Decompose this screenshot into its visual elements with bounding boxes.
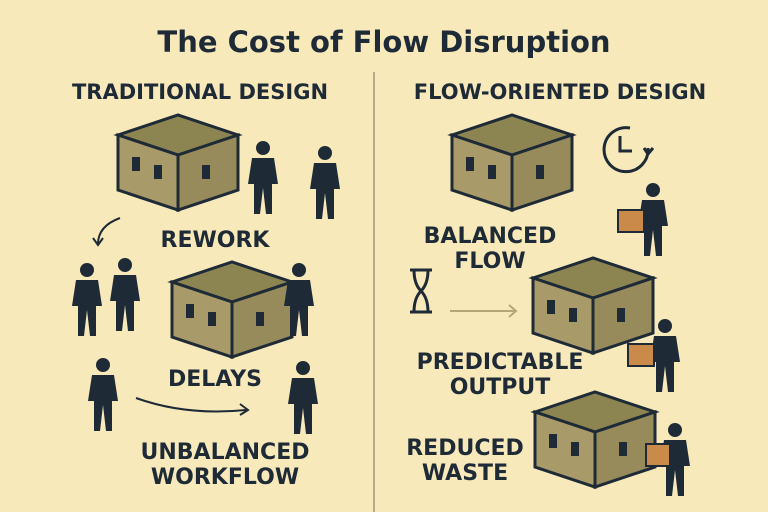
arrow-icon <box>450 304 518 318</box>
label-balanced-flow: BALANCED FLOW <box>423 224 557 275</box>
building-icon <box>533 390 657 489</box>
clock-icon <box>602 126 655 174</box>
label-rework: REWORK <box>160 228 270 253</box>
worker-icon <box>288 361 318 434</box>
box-icon <box>617 209 671 467</box>
worker-icon <box>88 358 118 431</box>
label-reduced-waste: REDUCED WASTE <box>406 436 524 487</box>
label-delays: DELAYS <box>167 367 262 392</box>
building-icon <box>170 260 294 359</box>
hourglass-icon <box>410 268 432 314</box>
divider <box>373 72 375 512</box>
worker-icon <box>110 258 140 331</box>
building-icon <box>450 113 574 212</box>
worker-icon <box>248 141 278 214</box>
building-icon <box>116 113 240 212</box>
worker-icon <box>310 146 340 219</box>
left-heading: TRADITIONAL DESIGN <box>71 80 329 104</box>
worker-icon <box>72 263 102 336</box>
arrow-icon <box>92 217 250 416</box>
building-icon <box>531 256 655 355</box>
label-unbalanced-workflow: UNBALANCED WORKFLOW <box>140 440 310 491</box>
page-title: The Cost of Flow Disruption <box>157 25 611 59</box>
right-heading: FLOW-ORIENTED DESIGN <box>413 80 707 104</box>
label-predictable-output: PREDICTABLE OUTPUT <box>416 350 584 401</box>
